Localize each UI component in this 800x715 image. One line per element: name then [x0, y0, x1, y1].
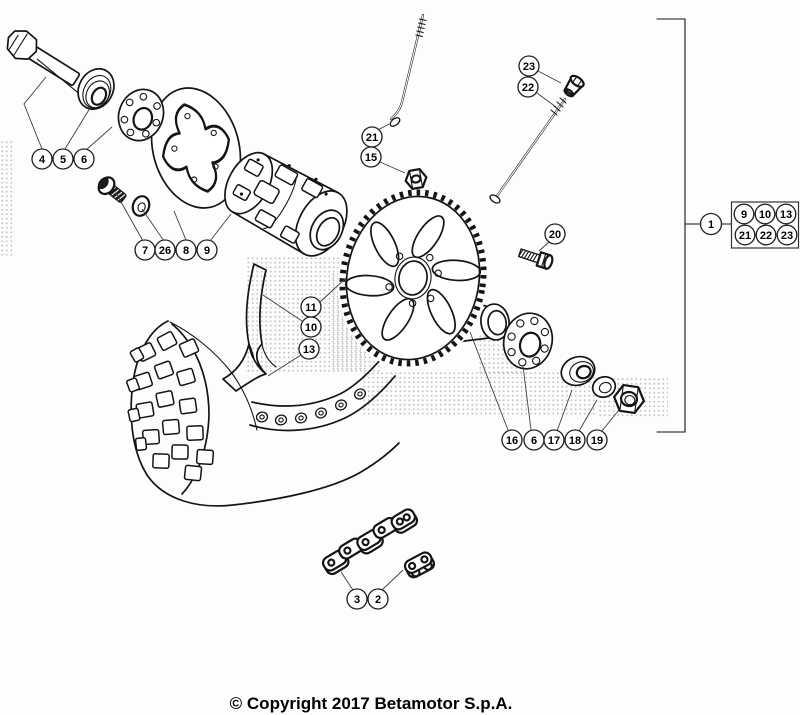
svg-text:9: 9: [741, 209, 747, 221]
callout-box-10: 10: [754, 203, 776, 225]
spoke: [389, 13, 427, 127]
callout-3: 3: [346, 588, 368, 610]
tire: [126, 320, 400, 507]
callout-2: 2: [367, 588, 389, 610]
callout-10: 10: [300, 316, 322, 338]
callout-16: 16: [501, 429, 523, 451]
callout-box-21: 21: [734, 224, 756, 246]
svg-text:4: 4: [39, 154, 46, 166]
svg-text:23: 23: [523, 61, 535, 73]
rear-axle: [6, 30, 91, 104]
callout-17: 17: [543, 429, 565, 451]
callout-18: 18: [564, 429, 586, 451]
svg-text:10: 10: [759, 209, 771, 221]
rim: [249, 351, 396, 432]
svg-text:22: 22: [760, 230, 772, 242]
svg-text:7: 7: [142, 245, 148, 257]
chain-master-link: [403, 551, 436, 579]
callout-box-13: 13: [775, 203, 797, 225]
rear-sprocket: [337, 187, 489, 369]
svg-text:1: 1: [708, 219, 714, 231]
svg-text:2: 2: [375, 594, 381, 606]
callout-box-23: 23: [776, 224, 798, 246]
sprocket-bolt-holes: [385, 252, 442, 308]
sprocket-bolt: [517, 248, 554, 270]
svg-text:11: 11: [305, 302, 317, 314]
callout-1-assembly: 1: [699, 212, 723, 236]
brake-disc: [150, 87, 242, 209]
callout-7: 7: [134, 239, 156, 261]
callout-21: 21: [361, 126, 383, 148]
svg-text:15: 15: [365, 152, 377, 164]
svg-text:20: 20: [549, 229, 561, 241]
callout-4: 4: [31, 148, 53, 170]
bearing-balls: [507, 316, 550, 367]
screw: [97, 176, 127, 203]
svg-text:16: 16: [506, 435, 518, 447]
dust-seal: [560, 355, 596, 387]
sprocket-nut: [404, 168, 428, 190]
callout-9: 9: [196, 239, 218, 261]
svg-text:10: 10: [305, 322, 317, 334]
sprocket-cutouts: [344, 215, 482, 341]
wheel-hub: [224, 151, 348, 257]
spoke-nipple: [563, 74, 585, 98]
callout-15: 15: [360, 146, 382, 168]
callout-box-22: 22: [755, 224, 777, 246]
svg-text:6: 6: [531, 435, 537, 447]
svg-text:13: 13: [780, 209, 792, 221]
spacer-bushing: [77, 67, 115, 111]
spoke-holes: [255, 388, 366, 426]
svg-text:8: 8: [183, 245, 189, 257]
callout-19: 19: [586, 429, 608, 451]
svg-text:19: 19: [591, 435, 603, 447]
svg-text:26: 26: [159, 245, 171, 257]
wheel-bearing-right: [502, 312, 554, 370]
bearing-balls: [120, 92, 161, 138]
callout-13: 13: [298, 338, 320, 360]
axle-nut: [613, 383, 645, 415]
svg-text:13: 13: [303, 344, 315, 356]
callout-23: 23: [518, 55, 540, 77]
callout-8: 8: [175, 239, 197, 261]
svg-text:21: 21: [366, 132, 378, 144]
svg-text:22: 22: [522, 82, 534, 94]
callout-box-9: 9: [733, 203, 755, 225]
wheel-bearing-left: [117, 88, 165, 142]
callout-26: 26: [154, 239, 176, 261]
svg-text:3: 3: [354, 594, 360, 606]
callout-11: 11: [300, 296, 322, 318]
group-box-callouts: 9 10 13 21 22 23: [733, 203, 798, 246]
svg-text:6: 6: [81, 154, 87, 166]
callouts: 4 5 6 7 26 8 9 11 10 13 21 15 23 22 20 1…: [31, 55, 723, 610]
callout-5: 5: [52, 148, 74, 170]
washer: [131, 195, 151, 217]
svg-text:9: 9: [204, 245, 210, 257]
callout-6: 6: [73, 148, 95, 170]
svg-text:5: 5: [60, 154, 66, 166]
svg-text:17: 17: [548, 435, 560, 447]
callout-22: 22: [517, 76, 539, 98]
svg-text:23: 23: [781, 230, 793, 242]
callout-20: 20: [544, 223, 566, 245]
leader-lines: [23, 70, 620, 591]
tire-knobs: [126, 331, 215, 482]
svg-text:18: 18: [569, 435, 581, 447]
spoke-rear: [489, 97, 567, 204]
assembly-bracket: [656, 18, 800, 433]
copyright-text: © Copyright 2017 Betamotor S.p.A.: [230, 694, 513, 713]
callout-6b: 6: [523, 429, 545, 451]
svg-text:21: 21: [739, 230, 751, 242]
hub-lugs: [232, 158, 328, 244]
mud-flap: [222, 263, 277, 392]
spacer-ring: [591, 375, 617, 399]
drive-chain: [321, 508, 419, 576]
